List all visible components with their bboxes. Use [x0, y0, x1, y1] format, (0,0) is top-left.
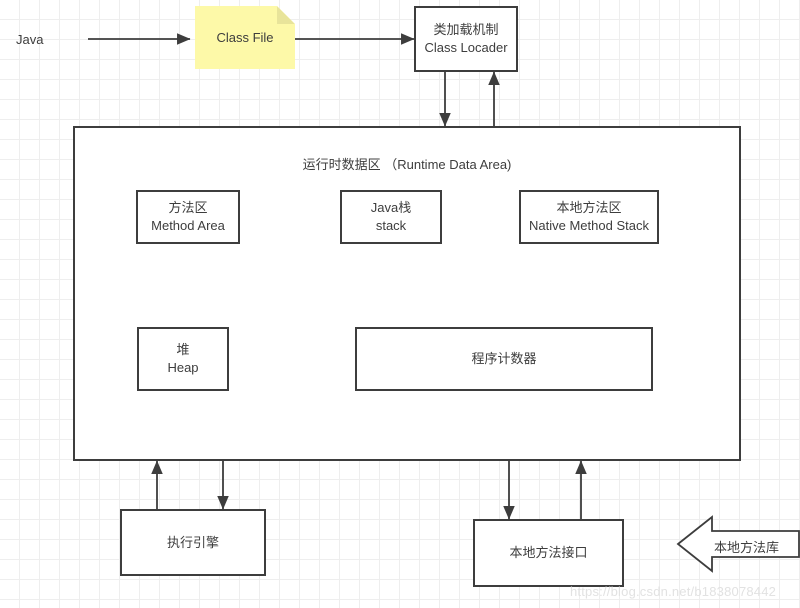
note-fold-icon: [277, 6, 295, 24]
class-loader-label-en: Class Locader: [424, 40, 508, 55]
method-area-label-cn: 方法区: [168, 200, 208, 216]
method-area-label-en: Method Area: [151, 218, 225, 233]
class-loader-label-cn: 类加载机制: [433, 22, 499, 38]
java-source-label: Java: [16, 32, 44, 47]
native-method-stack-label-en: Native Method Stack: [529, 218, 649, 233]
runtime-data-area-title: 运行时数据区 （Runtime Data Area): [302, 157, 512, 172]
class-file-note: Class File: [195, 6, 295, 69]
java-stack-label-en: stack: [375, 218, 407, 233]
program-counter-box: 程序计数器: [355, 327, 653, 391]
method-area-box: 方法区 Method Area: [136, 190, 240, 244]
java-stack-box: Java栈 stack: [340, 190, 442, 244]
native-method-interface-label-cn: 本地方法接口: [509, 545, 588, 561]
class-loader-box: 类加载机制 Class Locader: [414, 6, 518, 72]
heap-label-en: Heap: [167, 360, 199, 375]
java-stack-label-cn: Java栈: [370, 200, 412, 216]
class-file-label: Class File: [216, 30, 274, 45]
execution-engine-label-cn: 执行引擎: [166, 534, 219, 550]
native-method-library-label: 本地方法库: [714, 540, 780, 555]
native-method-interface-box: 本地方法接口: [473, 519, 624, 587]
heap-label-cn: 堆: [176, 342, 190, 358]
watermark-text: https://blog.csdn.net/b1838078442: [570, 584, 777, 599]
program-counter-label-cn: 程序计数器: [471, 351, 537, 367]
native-method-stack-label-cn: 本地方法区: [556, 200, 622, 216]
heap-box: 堆 Heap: [137, 327, 229, 391]
native-method-stack-box: 本地方法区 Native Method Stack: [519, 190, 659, 244]
execution-engine-box: 执行引擎: [120, 509, 266, 576]
runtime-data-area-box: 运行时数据区 （Runtime Data Area): [73, 126, 741, 461]
